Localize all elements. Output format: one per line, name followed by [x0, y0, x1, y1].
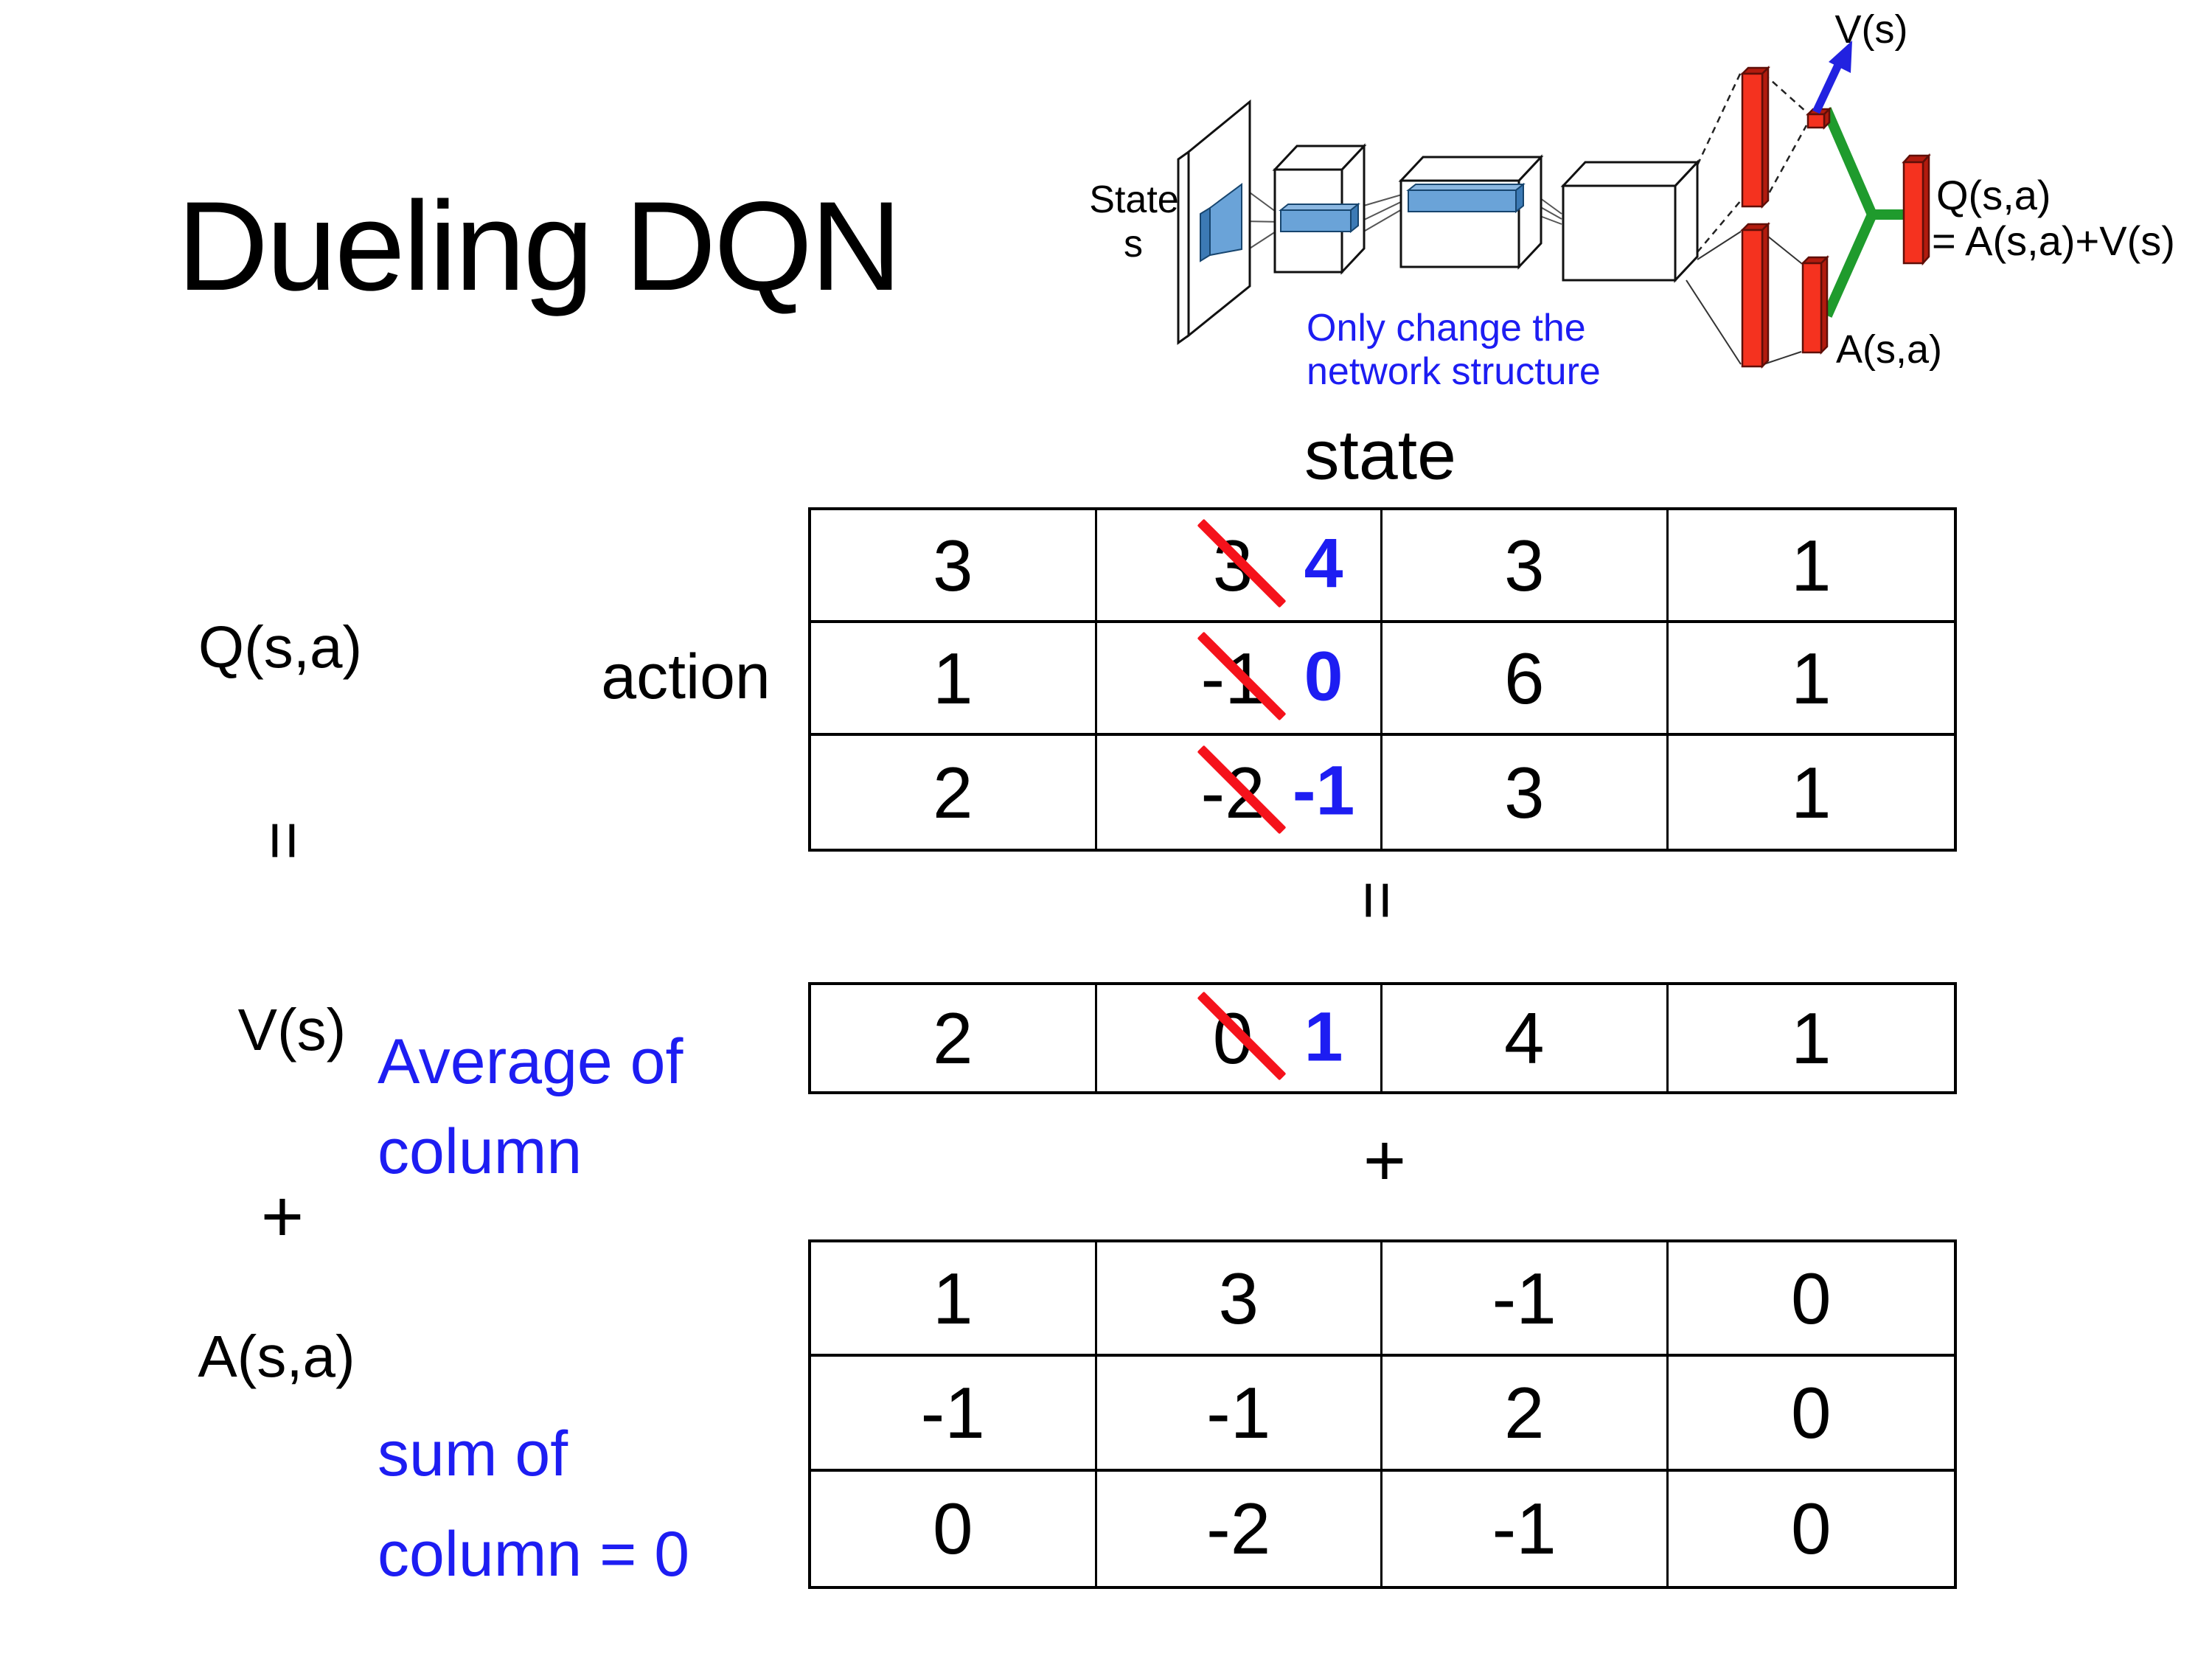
equals-sign-center: =: [1340, 880, 1415, 920]
cell-value: 3: [1218, 1257, 1259, 1339]
cell-value: -1: [920, 1371, 985, 1453]
table-cell: 1: [811, 1242, 1097, 1357]
plus-sign-left: +: [260, 1175, 305, 1258]
table-cell: 3: [1382, 736, 1669, 849]
value-stream-dashed-links: [1696, 72, 1808, 253]
new-value: -1: [1292, 751, 1355, 830]
state-header: state: [1304, 416, 1456, 495]
old-value: -2: [1200, 751, 1265, 833]
cell-value: 2: [932, 751, 973, 833]
average-note-line1: Average of: [378, 1026, 684, 1097]
average-note-line2: column: [378, 1116, 582, 1187]
new-value: 0: [1304, 637, 1343, 716]
cell-value: 3: [1503, 524, 1545, 606]
cell-value: 1: [1790, 751, 1832, 833]
advantage-bar: [1800, 254, 1830, 355]
cell-value: 1: [1790, 998, 1832, 1079]
table-cell: 0: [1668, 1357, 1954, 1472]
table-cell-corrected: 3 4: [1096, 510, 1382, 623]
table-cell: 1: [811, 623, 1097, 736]
table-cell: 0: [1669, 1472, 1955, 1586]
value-arrow: [1812, 41, 1852, 114]
cell-value: 1: [932, 1257, 973, 1339]
q-output-bar: [1902, 153, 1931, 266]
table-cell: -1: [1382, 1242, 1669, 1357]
cell-value: -1: [1206, 1371, 1271, 1453]
diagram-note-line1: Only change the: [1307, 307, 1586, 349]
cell-value: 0: [1790, 1371, 1832, 1453]
cell-value: 4: [1503, 998, 1545, 1079]
table-cell: 2: [811, 736, 1097, 849]
action-label: action: [601, 641, 771, 712]
diagram-note-line2: network structure: [1307, 350, 1601, 393]
feature-bar-2: [1406, 182, 1526, 214]
new-value: 1: [1304, 998, 1343, 1077]
slide-title: Dueling DQN: [177, 175, 902, 317]
cell-value: -1: [1492, 1257, 1557, 1339]
a-matrix-label: A(s,a): [198, 1324, 355, 1389]
diagram-asa-label: A(s,a): [1836, 327, 1942, 372]
hidden-bar-bottom: [1739, 221, 1771, 369]
cell-value: -2: [1206, 1488, 1271, 1570]
diagram-state-label-line1: State: [1089, 178, 1178, 221]
merge-junction-green: [1821, 107, 1905, 318]
diagram-vs-label: V(s): [1835, 7, 1908, 52]
table-cell: -1: [1096, 1357, 1382, 1472]
table-cell: 1: [1669, 736, 1955, 849]
table-cell: -1: [811, 1357, 1097, 1472]
cell-value: 0: [932, 1488, 973, 1570]
q-value-table: 3 3 4 3 1 1 -1 0 6 1 2 -2 -1 3 1: [808, 507, 1957, 852]
table-cell: 1: [1668, 623, 1954, 736]
table-cell: -1: [1382, 1471, 1669, 1586]
table-cell: 4: [1382, 985, 1669, 1091]
diagram-state-label-line2: s: [1124, 223, 1143, 265]
equals-sign-left: =: [246, 821, 321, 860]
cell-value: 2: [1503, 1371, 1545, 1453]
cell-value: -1: [1492, 1488, 1557, 1570]
q-matrix-label: Q(s,a): [198, 614, 363, 680]
sum-note-line1: sum of: [378, 1419, 568, 1489]
table-cell: 2: [811, 985, 1097, 1091]
table-cell: 2: [1382, 1357, 1669, 1472]
table-cell-corrected: -1 0: [1096, 623, 1382, 736]
cell-value: 1: [932, 637, 973, 719]
cell-value: 1: [1790, 637, 1832, 719]
table-cell: 0: [1668, 1242, 1954, 1357]
feature-bar-1: [1279, 202, 1360, 234]
state-value-table: 2 0 1 4 1: [808, 982, 1957, 1094]
cell-value: 2: [932, 998, 973, 1079]
hidden-bar-top: [1739, 65, 1771, 209]
table-cell: -2: [1097, 1471, 1382, 1586]
table-cell: 3: [811, 510, 1097, 623]
cell-value: 6: [1503, 637, 1545, 719]
diagram-q-label-line2: = A(s,a)+V(s): [1932, 218, 2175, 264]
table-cell: 0: [811, 1471, 1097, 1586]
advantage-table: 1 3 -1 0 -1 -1 2 0 0 -2 -1 0: [808, 1239, 1957, 1589]
plus-sign-center: +: [1363, 1119, 1407, 1202]
sum-note-line2: column = 0: [378, 1519, 690, 1590]
new-value: 4: [1304, 524, 1343, 603]
cell-value: 3: [1503, 751, 1545, 833]
advantage-stream-links: [1686, 231, 1802, 365]
cell-value: 0: [1790, 1257, 1832, 1339]
diagram-q-label-line1: Q(s,a): [1936, 172, 2051, 218]
table-cell-corrected: 0 1: [1097, 985, 1382, 1091]
cell-value: 1: [1790, 524, 1832, 606]
cell-value: 3: [932, 524, 973, 606]
old-value: -1: [1200, 637, 1265, 719]
table-cell: 3: [1382, 510, 1669, 623]
table-cell: 3: [1096, 1242, 1382, 1357]
table-cell: 1: [1668, 510, 1954, 623]
dueling-network-diagram: State s V(s) Q(s,a) = A(s,a)+V(s) A(s,a)…: [1089, 7, 2175, 393]
cell-value: 0: [1790, 1488, 1832, 1570]
fc-box: [1560, 159, 1700, 283]
table-cell-corrected: -2 -1: [1097, 736, 1382, 849]
table-cell: 1: [1669, 985, 1955, 1091]
table-cell: 6: [1382, 623, 1669, 736]
v-matrix-label: V(s): [237, 997, 347, 1062]
input-feature-patch: [1200, 183, 1242, 262]
